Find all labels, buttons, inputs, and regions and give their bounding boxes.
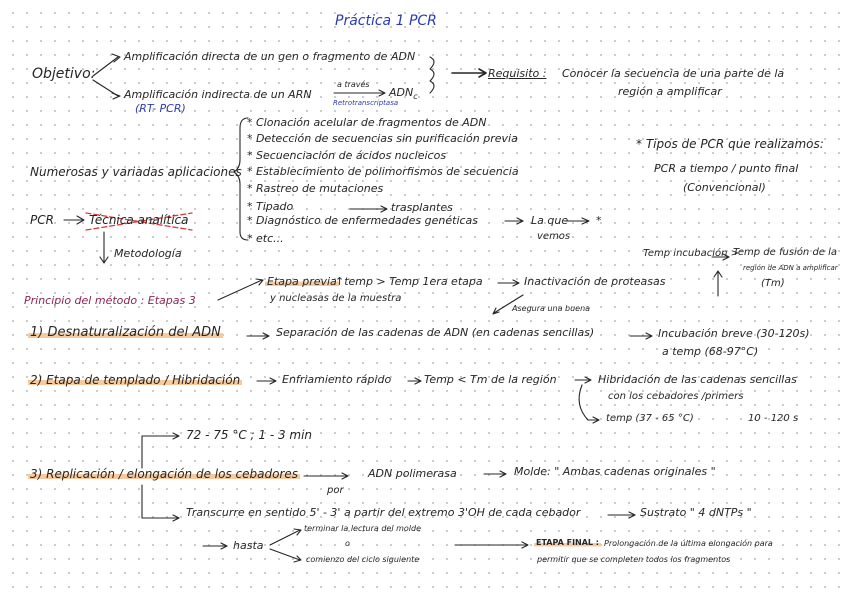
terminar-label: terminar la lectura del molde [304, 524, 421, 533]
requisito-text-2: región a amplificar [618, 85, 722, 98]
tipos-title: * Tipos de PCR que realizamos: [636, 137, 824, 151]
aplicacion-item-1: * Clonación acelular de fragmentos de AD… [247, 116, 487, 129]
objetivo-directa: Amplificación directa de un gen o fragme… [124, 50, 416, 63]
cebadores-label: con los cebadores /primers [608, 391, 744, 402]
o-label: o [345, 539, 350, 548]
molde-label: Molde: " Ambas cadenas originales " [514, 465, 716, 478]
adn-polimerasa-label: ADN polimerasa [368, 467, 457, 480]
etapa-final-text-1: Prolongación de la última elongación par… [604, 539, 773, 548]
paso1-label: 1) Desnaturalización del ADN [28, 325, 223, 340]
enfriamiento-label: Enfriamiento rápido [282, 373, 392, 386]
t-10-label: 10 - 120 s [748, 413, 799, 424]
page-title: Práctica 1 PCR [335, 13, 437, 29]
la-que-star: * [596, 214, 602, 227]
rt-pcr-label: (RT- PCR) [135, 102, 186, 115]
incubacion-label: Incubación breve (30-120s) [658, 327, 810, 340]
etapa-final-text-2: permitir que se completen todos los frag… [537, 555, 731, 564]
aplicacion-item-8: * etc... [247, 232, 284, 245]
aplicacion-item-2: * Detección de secuencias sin purificaci… [247, 132, 518, 145]
metodologia-label: Metodología [114, 247, 182, 260]
sustrato-label: Sustrato " 4 dNTPs " [640, 506, 752, 519]
retrotranscriptasa-label: Retrotranscriptasa [333, 99, 399, 107]
aplicacion-item-6: * Tipado [247, 200, 294, 213]
temp-37-label: temp (37 - 65 °C) [606, 413, 694, 424]
hibridacion-label: Hibridación de las cadenas sencillas [598, 373, 797, 386]
requisito-label: Requisito : [488, 67, 547, 80]
etapa-final-label: ETAPA FINAL : [534, 538, 602, 547]
extension-temp: 72 - 75 °C ; 1 - 3 min [186, 428, 313, 442]
asegura-label: Asegura una buena [512, 304, 591, 313]
comienzo-label: comienzo del ciclo siguiente [306, 555, 420, 564]
la-que-label: La que [531, 214, 569, 227]
adn-c-label: ADNc [389, 86, 418, 102]
objetivo-arrow-up [92, 56, 119, 77]
hasta-label: hasta [233, 539, 264, 552]
separacion-label: Separación de las cadenas de ADN (en cad… [276, 326, 595, 339]
transcurre-label: Transcurre en sentido 5' - 3' a partir d… [186, 506, 581, 519]
a-temp-label: a temp (68-97°C) [662, 345, 759, 358]
paso3-label: 3) Replicación / elongación de los cebad… [28, 467, 301, 481]
pcr-label: PCR [30, 213, 54, 227]
trasplantes-label: trasplantes [391, 201, 453, 214]
objetivo-label: Objetivo: [32, 66, 96, 82]
paso2-label: 2) Etapa de templado / Hibridación [28, 373, 243, 387]
aplicacion-item-5: * Rastreo de mutaciones [247, 182, 384, 195]
temp-incubacion-label: Temp incubación > [643, 248, 740, 259]
nucleasas-label: y nucleasas de la muestra [270, 293, 402, 304]
vemos-label: vemos [537, 231, 571, 242]
tm-label: (Tm) [761, 278, 785, 289]
inactivacion-label: Inactivación de proteasas [524, 275, 666, 288]
aplicacion-item-7: * Diagnóstico de enfermedades genéticas [247, 214, 479, 227]
aplicacion-item-3: * Secuenciación de ácidos nucleicos [247, 149, 447, 162]
etapa-previa-label: Etapa previa [265, 275, 339, 288]
principio-label: Principio del método : Etapas 3 [24, 294, 196, 307]
objetivo-indirecta: Amplificación indirecta de un ARN [124, 88, 312, 101]
a-traves-label: a través [337, 80, 370, 89]
tecnica-analitica: Técnica analítica [89, 213, 189, 227]
temp-up-label: ↑temp > Temp 1era etapa [335, 275, 483, 288]
requisito-text-1: Conocer la secuencia de una parte de la [562, 67, 785, 80]
tipos-line-1: PCR a tiempo / punto final [654, 162, 799, 175]
por-label: por [327, 485, 344, 496]
region-adn-label: región de ADN a amplificar [743, 264, 838, 272]
tipos-line-2: (Convencional) [683, 181, 766, 194]
aplicacion-item-4: * Establecimiento de polimorfismos de se… [247, 165, 519, 178]
temp-fusion-label: Temp de fusión de la [733, 247, 838, 258]
aplicaciones-label: Numerosas y variadas aplicaciones [30, 165, 242, 179]
temp-tm-label: Temp < Tm de la región [424, 373, 557, 386]
